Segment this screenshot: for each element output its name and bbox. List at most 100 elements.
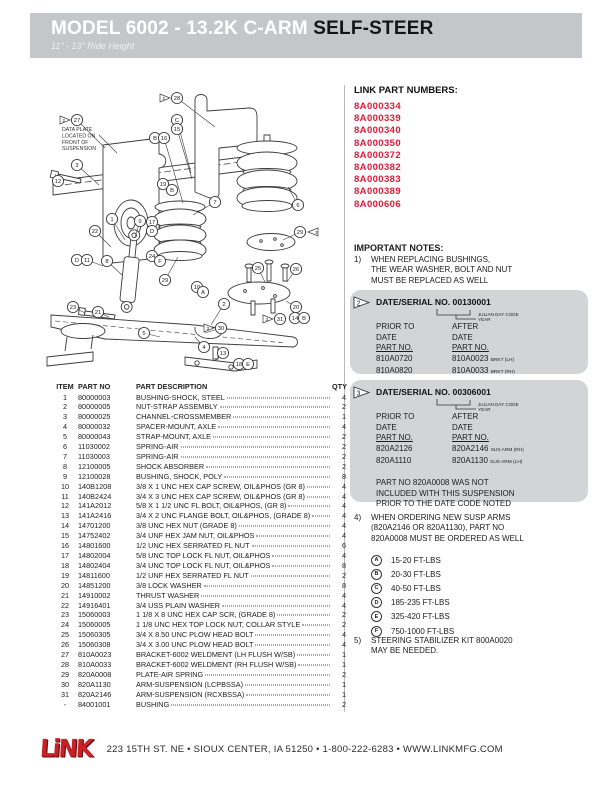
cell-item: 3 — [62, 412, 68, 422]
prior-part-no: 820A2126 — [376, 443, 413, 453]
col-header-qty: QTY — [332, 382, 347, 391]
cell-description: STRAP-MOUNT, AXLE — [136, 432, 332, 441]
serial-box-1-title: DATE/SERIAL NO. 00130001 — [376, 297, 491, 307]
cell-item: 5 — [62, 432, 68, 442]
svg-text:22: 22 — [92, 229, 98, 235]
cell-qty: 8 — [341, 560, 346, 570]
cell-part-no: 14851200 — [78, 580, 111, 590]
link-part-number: 8A000340 — [354, 125, 402, 137]
svg-text:F: F — [158, 259, 162, 265]
cell-qty: 8 — [341, 471, 346, 481]
callout-6: 6 — [287, 186, 305, 212]
cell-part-no: 80000003 — [78, 392, 111, 402]
dotted-leader — [226, 397, 330, 398]
cell-description: 1/2 UNC HEX SERRATED FL NUT — [136, 541, 332, 550]
svg-text:JULIAN DAY CODE: JULIAN DAY CODE — [478, 402, 519, 407]
callout-16: 16 — [157, 131, 184, 204]
dotted-leader — [224, 476, 330, 478]
cell-part-no: 11030002 — [78, 442, 110, 452]
svg-text:2: 2 — [222, 302, 225, 308]
date-serial-box-1: 2 DATE/SERIAL NO. 00130001 JULIAN DAY CO… — [350, 290, 588, 375]
callout-B: B — [165, 183, 179, 197]
cell-qty: 2 — [341, 432, 346, 442]
date-serial-box-2: 3 DATE/SERIAL NO. 00306001 JULIAN DAY CO… — [350, 380, 588, 508]
cell-description: SHOCK ABSORBER — [136, 462, 332, 471]
svg-text:23: 23 — [70, 305, 76, 311]
cell-qty: 4 — [341, 511, 346, 521]
link-part-number: 8A000389 — [354, 186, 402, 198]
cell-part-no: 14802004 — [78, 551, 111, 560]
callout-29: 29 — [158, 256, 179, 287]
cell-qty: 2 — [341, 669, 346, 679]
serial-box-2-title: DATE/SERIAL NO. 00306001 — [376, 387, 491, 397]
cell-part-no: 810A0033 — [78, 659, 112, 669]
table-row: 5 80000043 STRAP-MOUNT, AXLE 2 — [52, 432, 346, 442]
callout-29: 329 — [282, 225, 319, 241]
cell-part-no: 12100005 — [78, 461, 111, 471]
cell-part-no: 140B2424 — [78, 491, 112, 501]
cell-qty: 4 — [341, 600, 346, 610]
cell-item: - — [63, 699, 67, 709]
note-1-line: MUST BE REPLACED AS WELL — [371, 275, 489, 285]
cell-description: 3/4 X 2 UNC FLANGE BOLT, OIL&PHOS, (GRAD… — [136, 511, 332, 520]
dotted-leader — [233, 416, 330, 418]
callout-19: 19 — [156, 177, 170, 191]
cell-qty: 2 — [341, 699, 346, 709]
julian-code-annotation: JULIAN DAY CODE YEAR — [436, 309, 519, 321]
dotted-leader — [272, 565, 330, 567]
callout-20: 20 — [285, 300, 303, 314]
cell-description: 3/4 UNF HEX JAM NUT, OIL&PHOS — [136, 531, 332, 540]
cell-description: 1 1/8 UNC HEX TOP LOCK NUT, COLLAR STYLE — [136, 620, 332, 629]
serial-box-1-grid: PRIOR TO AFTER DATE DATE PART NO. PART N… — [376, 322, 580, 379]
prior-to-label: PRIOR TO — [376, 322, 415, 331]
cell-item: 20 — [60, 580, 70, 590]
callout-4: 4 — [194, 336, 211, 354]
cell-description: BUSHING — [136, 700, 332, 709]
cell-item: 21 — [60, 590, 70, 600]
part-no-label: PART NO. — [376, 343, 413, 353]
cell-part-no: 140B1208 — [78, 481, 112, 491]
dotted-leader — [205, 674, 330, 676]
cell-qty: 2 — [341, 610, 346, 620]
svg-text:13: 13 — [220, 351, 226, 357]
cell-description: 5/8 UNC TOP LOCK FL NUT, OIL&PHOS — [136, 551, 332, 560]
note-4-number: 4) — [354, 513, 362, 522]
dotted-leader — [180, 446, 330, 448]
torque-key-badge: E — [371, 611, 382, 623]
cell-qty: 4 — [341, 521, 346, 531]
cell-part-no: 141A2012 — [78, 501, 112, 511]
exploded-parts-diagram: DATA PLATE LOCATED ON FRONT OF SUSPENSIO… — [45, 85, 345, 377]
date-label: DATE — [452, 422, 473, 432]
svg-text:JULIAN DAY CODE: JULIAN DAY CODE — [478, 312, 519, 317]
cell-qty: 4 — [341, 422, 346, 432]
svg-text:20: 20 — [293, 305, 299, 311]
after-label: AFTER — [452, 322, 479, 331]
cell-part-no: 80000043 — [78, 432, 111, 442]
torque-key-badge: F — [371, 625, 382, 637]
callout-26: 26 — [286, 262, 303, 283]
dotted-leader — [306, 486, 330, 488]
dotted-leader — [171, 704, 330, 706]
cell-item: 22 — [60, 600, 70, 610]
torque-value: 185-235 FT-LBS — [391, 598, 450, 608]
link-part-number: 8A000383 — [354, 174, 402, 186]
note-5-number: 5) — [354, 636, 362, 645]
svg-text:4: 4 — [202, 345, 206, 351]
cell-qty: 1 — [341, 412, 346, 422]
link-part-number: 8A000350 — [354, 137, 402, 149]
cell-part-no: 14916401 — [78, 600, 111, 610]
date-label: DATE — [452, 332, 473, 342]
